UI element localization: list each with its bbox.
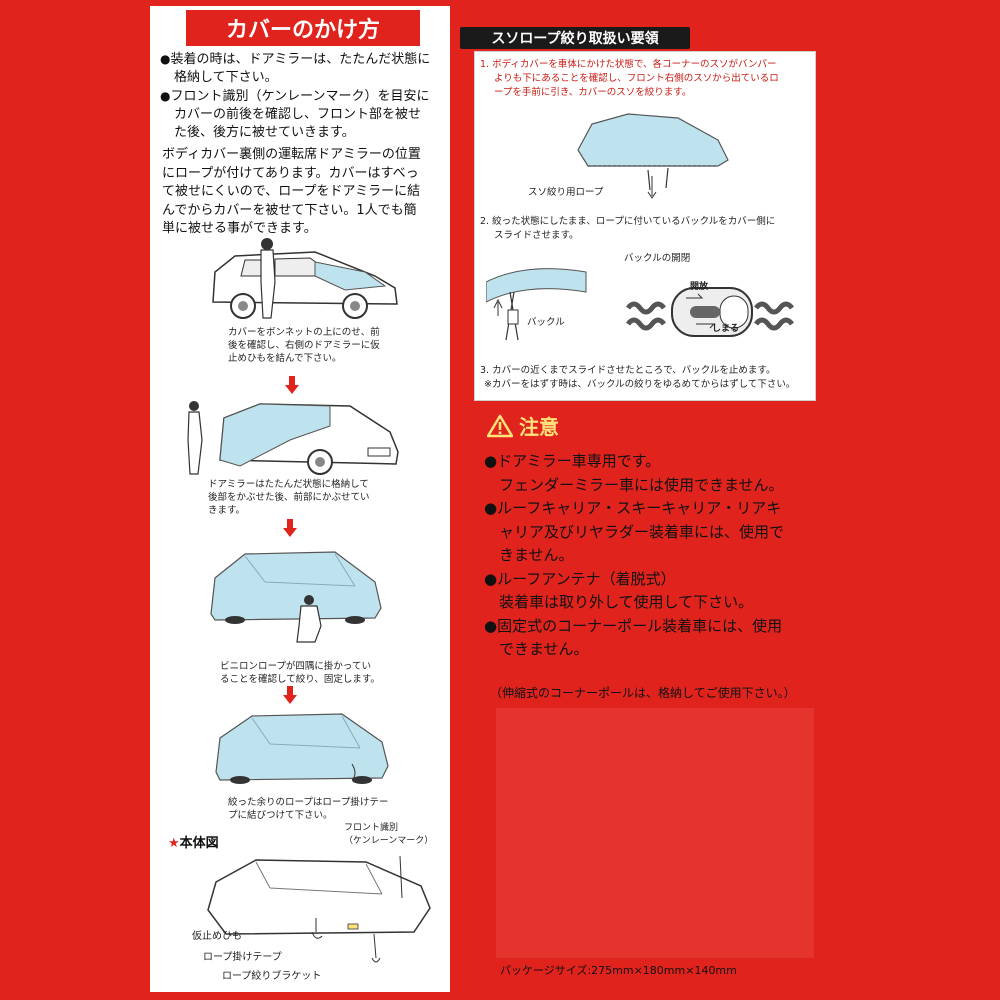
caution-note: （伸縮式のコーナーポールは、格納してご使用下さい。）	[490, 686, 796, 700]
step1-caption: カバーをボンネットの上にのせ、前 後を確認し、右側のドアミラーに仮 止めひもを結…	[228, 327, 380, 364]
rope-step1-text: 1. ボディカバーを車体にかけた状態で、各コーナーのスソがバンパー よりも下にあ…	[480, 59, 779, 98]
buckle-icon	[626, 287, 794, 337]
rope-paragraph: ボディカバー裏側の運転席ドアミラーの位置 にロープが付けてあります。カバーはすべ…	[162, 147, 421, 236]
warning-icon	[487, 414, 513, 437]
body-diagram-title: ★本体図	[168, 836, 219, 851]
buckle-open-word: 開放	[690, 282, 709, 292]
buckle-label: バックル	[527, 317, 565, 328]
rope-step3-text: 3. カバーの近くまでスライドさせたところで、バックルを止めます。 ※カバーをは…	[480, 365, 796, 390]
step3-caption: ビニロンロープが四隅に掛かってい ることを確認して絞り、固定します。	[220, 661, 380, 685]
buckle-close-word: しまる	[712, 324, 740, 334]
rope-step2-text: 2. 絞った状態にしたまま、ロープに付いているバックルをカバー側に スライドさせ…	[480, 216, 776, 241]
step3-illustration	[210, 551, 382, 643]
right-panel-title: スソロープ絞り取扱い要領	[460, 27, 690, 49]
buckle-open-close-label: バックルの開閉	[624, 253, 691, 264]
rope-bracket-label: ロープ絞りブラケット	[222, 971, 322, 982]
step4-illustration	[215, 713, 389, 784]
left-panel-title: カバーのかけ方	[184, 8, 422, 48]
left-instruction-panel	[150, 6, 450, 992]
bullet-mirror: ●装着の時は、ドアミラーは、たたんだ状態に 格納して下さい。	[160, 52, 431, 85]
rope-step1-illustration	[577, 113, 729, 199]
temp-string-label: 仮止めひも	[192, 931, 242, 942]
front-mark-label: フロント識別 （ケンレーンマーク）	[344, 823, 434, 846]
rope-instruction-panel	[474, 51, 816, 401]
step2-illustration	[187, 401, 399, 475]
blank-area	[496, 708, 814, 958]
bullet-front-mark: ●フロント識別（ケンレーンマーク）を目安に カバーの前後を確認し、フロント部を被…	[160, 89, 430, 140]
step1-illustration	[212, 238, 398, 319]
rope-tape-label: ロープ掛けテープ	[203, 952, 282, 963]
package-size: パッケージサイズ:275mm×180mm×140mm	[500, 964, 737, 977]
body-diagram-illustration	[207, 855, 431, 963]
rope-label: スソ絞り用ロープ	[528, 187, 604, 198]
buckle-slide-illustration	[486, 268, 587, 341]
caution-title: 注意	[487, 411, 559, 440]
caution-list: ●ドアミラー車専用です。 フェンダーミラー車には使用できません。 ●ルーフキャリ…	[484, 452, 785, 658]
step2-caption: ドアミラーはたたんだ状態に格納して 後部をかぶせた後、前部にかぶせてい きます。	[208, 479, 370, 516]
step4-caption: 絞った余りのロープはロープ掛けテー プに結びつけて下さい。	[228, 797, 389, 821]
